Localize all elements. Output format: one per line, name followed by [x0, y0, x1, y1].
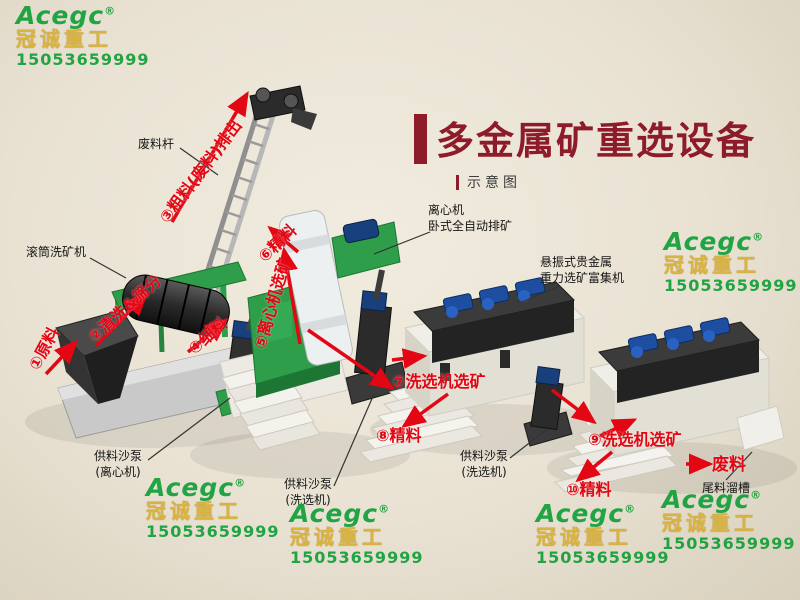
shaker1-motors: [442, 277, 546, 318]
label-pump-washer-1: 供料沙泵 (洗选机): [284, 476, 332, 508]
watermark-brand: Acegc®: [662, 486, 795, 513]
watermark-brand: Acegc®: [290, 500, 423, 527]
label-shaker-concentrator: 悬振式贵金属 重力选矿富集机: [540, 254, 624, 286]
centrifuge-machine: [247, 210, 401, 398]
registered-mark: ®: [624, 502, 637, 516]
subtitle: 示意图: [456, 172, 521, 192]
tail-chute-shape: [736, 405, 785, 451]
watermark-company: 冠诚重工: [536, 525, 632, 549]
watermark-brand-text: Acegc: [662, 485, 751, 514]
label-pump-centrifuge-line1: 供料沙泵: [94, 449, 143, 463]
watermark-brand-text: Acegc: [146, 473, 235, 502]
registered-mark: ®: [752, 230, 765, 244]
label-pump-washer1-line1: 供料沙泵: [284, 477, 333, 491]
watermark-brand: Acegc®: [16, 2, 149, 29]
centrifuge-motor: [342, 218, 380, 244]
watermark-phone: 15053659999: [16, 49, 150, 69]
registered-mark: ®: [234, 476, 247, 490]
watermark-right-middle: Acegc® 冠诚重工 15053659999: [664, 228, 797, 294]
watermark-company: 冠诚重工: [146, 499, 242, 523]
label-centrifuge-line1: 离心机: [428, 203, 465, 217]
watermark-bottom-right: Acegc® 冠诚重工 15053659999: [536, 500, 669, 566]
label-trommel-washer: 滚筒洗矿机: [26, 245, 87, 259]
subtitle-text: 示意图: [467, 175, 521, 191]
watermark-brand-text: Acegc: [536, 499, 625, 528]
watermark-bottom-left: Acegc® 冠诚重工 15053659999: [146, 474, 279, 540]
shaker-table-1: [404, 277, 585, 417]
trommel-drum: [122, 274, 230, 336]
watermark-phone: 15053659999: [146, 521, 280, 541]
shaker2-motors: [627, 317, 731, 358]
label-shaker-line1: 悬振式贵金属: [540, 255, 613, 269]
label-pump-washer2-line1: 供料沙泵: [460, 449, 509, 463]
bucket-elevator-ladder: [197, 85, 317, 301]
watermark-phone: 15053659999: [290, 547, 424, 567]
watermark-company: 冠诚重工: [16, 27, 112, 51]
flow-arrows: [44, 90, 714, 483]
flow-label-concentrate-2: ⑧精料: [376, 426, 422, 445]
flow-label-waste: 废料: [712, 455, 746, 475]
label-waste-rod: 废料杆: [138, 137, 175, 151]
label-pump-centrifuge: 供料沙泵 (离心机): [94, 448, 142, 480]
watermark-brand-text: Acegc: [290, 499, 379, 528]
registered-mark: ®: [104, 4, 117, 18]
label-pump-centrifuge-line2: (离心机): [95, 465, 141, 480]
watermark-brand: Acegc®: [146, 474, 279, 501]
flow-label-washer-selection-1: ⑦洗选机选矿: [392, 372, 486, 391]
watermark-company: 冠诚重工: [664, 253, 760, 277]
registered-mark: ®: [750, 488, 763, 502]
watermark-far-right: Acegc® 冠诚重工 15053659999: [662, 486, 795, 552]
trommel-washer-machine: [55, 261, 251, 439]
watermark-brand: Acegc®: [536, 500, 669, 527]
registered-mark: ®: [378, 502, 391, 516]
watermark-phone: 15053659999: [664, 275, 798, 295]
discharge-chute: [291, 108, 317, 130]
label-leader-lines: [89, 147, 753, 487]
elevator-pulley: [255, 87, 271, 103]
watermark-top-left: Acegc® 冠诚重工 15053659999: [16, 2, 149, 68]
title-accent-bar: [414, 114, 427, 164]
subtitle-accent-bar: [456, 174, 459, 190]
watermark-phone: 15053659999: [536, 547, 670, 567]
flow-label-washer-selection-2: ⑨洗选机选矿: [588, 430, 682, 449]
watermark-brand-text: Acegc: [664, 227, 753, 256]
flow-label-concentrate-3: ⑩精料: [566, 480, 612, 499]
watermark-company: 冠诚重工: [290, 525, 386, 549]
watermark-bottom-center: Acegc® 冠诚重工 15053659999: [290, 500, 423, 566]
label-pump-washer-2: 供料沙泵 (洗选机): [460, 448, 508, 480]
watermark-brand: Acegc®: [664, 228, 797, 255]
elevator-pulley: [283, 93, 299, 109]
label-centrifuge-line2: 卧式全自动排矿: [428, 219, 513, 234]
shaker-table-2: [589, 317, 785, 457]
watermark-brand-text: Acegc: [16, 1, 105, 30]
label-pump-washer1-line2: (洗选机): [285, 493, 331, 508]
watermark-phone: 15053659999: [662, 533, 796, 553]
label-tail-chute: 尾料溜槽: [702, 481, 751, 495]
label-centrifuge: 离心机 卧式全自动排矿: [428, 202, 512, 234]
page-title: 多金属矿重选设备: [436, 119, 757, 163]
watermark-company: 冠诚重工: [662, 511, 758, 535]
label-pump-washer2-line2: (洗选机): [461, 465, 507, 480]
label-shaker-line2: 重力选矿富集机: [540, 271, 625, 286]
